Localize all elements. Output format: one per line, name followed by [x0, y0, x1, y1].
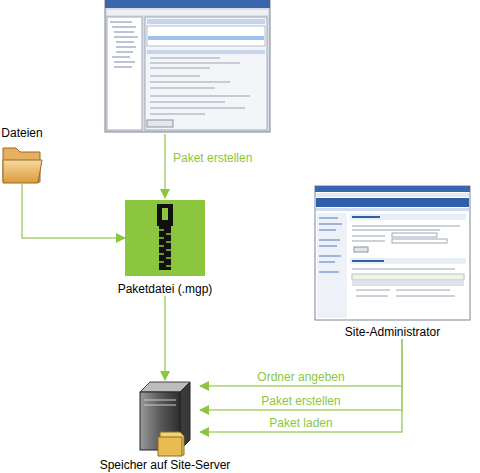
flow-connector	[200, 339, 402, 410]
package-icon	[125, 200, 205, 276]
flow-connector	[164, 296, 166, 380]
folder-node: Dateien	[0, 126, 44, 184]
admin-node: Site-Administrator	[315, 186, 470, 339]
editor-screenshot	[105, 0, 270, 132]
edge-label: Paket erstellen	[261, 394, 340, 408]
flow-connector	[200, 339, 402, 432]
server-node: Speicher auf Site-Server	[130, 380, 200, 472]
package-node: Paketdatei (.mgp)	[125, 200, 205, 296]
flow-arrow	[160, 134, 170, 199]
node-label: Speicher auf Site-Server	[100, 458, 231, 472]
edge-label: Ordner angeben	[257, 370, 344, 384]
folder-icon	[3, 148, 42, 183]
edge-label: Paket laden	[269, 416, 332, 430]
node-label: Dateien	[1, 126, 42, 140]
node-label: Site-Administrator	[345, 325, 440, 339]
server-icon	[140, 382, 190, 456]
admin-screenshot	[315, 186, 470, 320]
flow-label: Paket erstellen	[173, 151, 252, 165]
node-label: Paketdatei (.mgp)	[118, 282, 213, 296]
flow-connector	[22, 184, 125, 238]
flow-connector	[200, 339, 402, 386]
